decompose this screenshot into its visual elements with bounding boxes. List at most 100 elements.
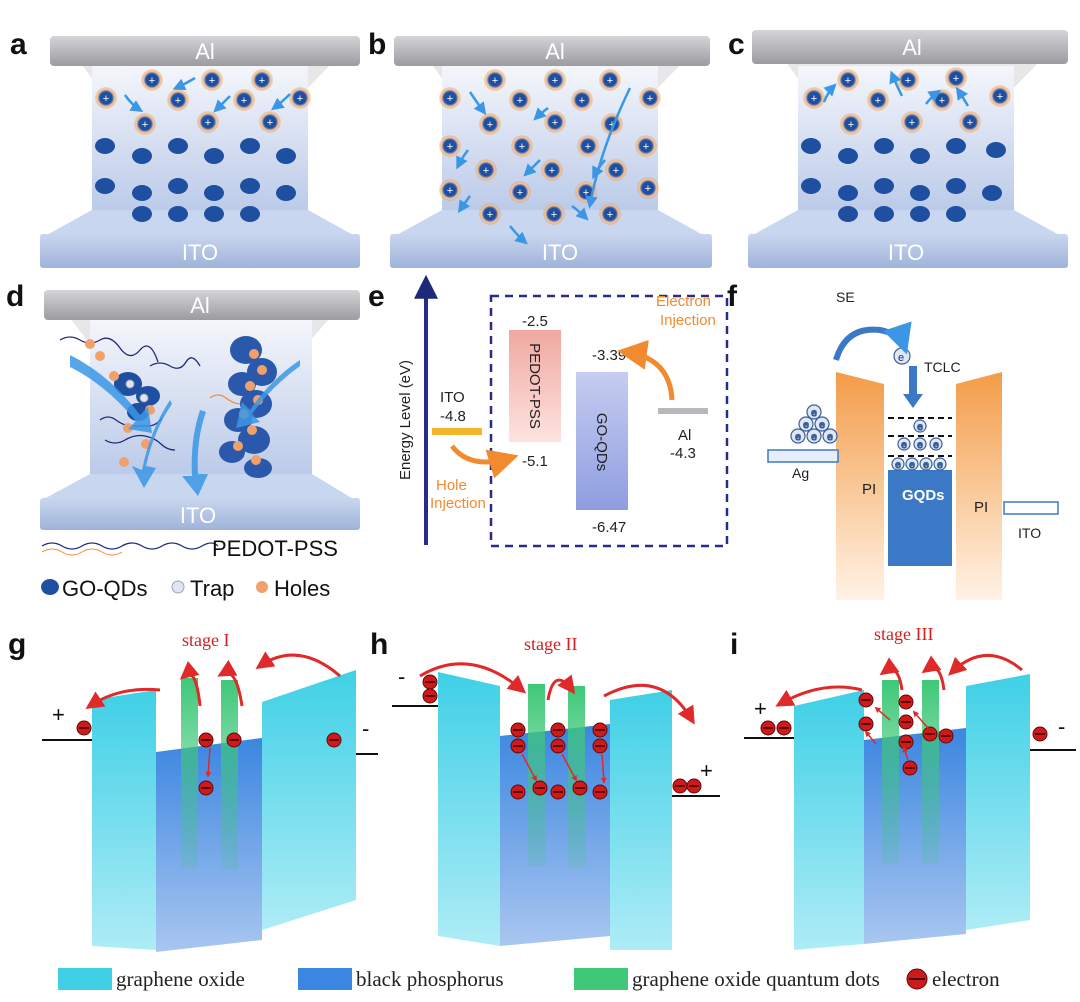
- electron-e-mark: e: [819, 420, 825, 431]
- panel-a: a Al ITO ++++++++++: [10, 28, 360, 268]
- legend-electron: electron: [932, 967, 1000, 991]
- ito-label: ITO: [888, 240, 924, 265]
- hole-plus-mark: +: [875, 95, 881, 107]
- ito-value: -4.8: [440, 408, 466, 425]
- panel-h-label: h: [370, 628, 388, 661]
- dashed-box: [489, 294, 729, 548]
- hole-plus-mark: +: [142, 119, 148, 131]
- hole-plus-mark: +: [585, 141, 591, 153]
- trap-arrows: [864, 706, 929, 761]
- goqd-legend-icon: [41, 579, 59, 595]
- electron-e-mark: e: [909, 460, 915, 471]
- active-layer: [92, 66, 308, 216]
- hole-plus-mark: +: [967, 117, 973, 129]
- plus-sign: +: [700, 758, 713, 783]
- pedot-legend-line: [41, 542, 219, 550]
- hole-plus-mark: +: [939, 95, 945, 107]
- go-barrier-right: [966, 674, 1030, 930]
- al-electrode: [752, 30, 1068, 64]
- panel-e: e Energy Level (eV) ITO -4.8 -2.5 -5.1 P…: [368, 274, 729, 548]
- hop-arrows: [85, 651, 341, 709]
- energy-axis-label: Energy Level (eV): [397, 360, 414, 480]
- ito-label: ITO: [542, 240, 578, 265]
- pedot-bottom: -5.1: [522, 453, 548, 470]
- hole-plus-mark: +: [487, 119, 493, 131]
- al-level: [658, 408, 708, 414]
- panel-d-label: d: [6, 280, 24, 313]
- electrons: [76, 720, 342, 796]
- hole-plus-mark: +: [645, 183, 651, 195]
- ag-label: Ag: [792, 465, 809, 481]
- al-label: Al: [195, 39, 215, 64]
- hole-plus-mark: +: [607, 209, 613, 221]
- pi-left-label: PI: [862, 481, 876, 498]
- panel-i: i + - stage III: [730, 624, 1076, 950]
- legend-black-phosphorus: black phosphorus: [356, 967, 504, 991]
- trap-levels: [888, 417, 952, 457]
- hole-plus-mark: +: [447, 185, 453, 197]
- legend-gqds: graphene oxide quantum dots: [632, 967, 880, 991]
- graphene-oxide-swatch: [58, 968, 112, 990]
- tclc-label: TCLC: [924, 359, 961, 375]
- al-value: -4.3: [670, 445, 696, 462]
- hole-injection-1: Hole: [436, 477, 467, 494]
- hole-plus-mark: +: [267, 117, 273, 129]
- hole-plus-mark: +: [647, 93, 653, 105]
- se-label: SE: [836, 289, 855, 305]
- goqds-top: -3.39: [592, 347, 626, 364]
- hole-plus-mark: +: [997, 91, 1003, 103]
- legend-goqds: GO-QDs: [62, 576, 148, 601]
- minus-sign: -: [362, 716, 369, 741]
- pedot-top: -2.5: [522, 313, 548, 330]
- hole-plus-mark: +: [259, 75, 265, 87]
- electron-e-mark: e: [811, 432, 817, 443]
- hole-plus-mark: +: [909, 117, 915, 129]
- hole-plus-mark: +: [241, 95, 247, 107]
- active-layer: [442, 66, 658, 216]
- black-phosphorus-swatch: [298, 968, 352, 990]
- hole-plus-mark: +: [953, 73, 959, 85]
- go-barrier-right: [610, 690, 672, 950]
- hole-plus-mark: +: [552, 117, 558, 129]
- ito-label: ITO: [182, 240, 218, 265]
- pi-left-barrier: [836, 372, 884, 600]
- panel-h: h - + stage II: [370, 628, 720, 950]
- ag-electrode: [767, 449, 839, 463]
- trapped-holes: ++++++++++++++++++++++++: [439, 69, 661, 225]
- electron-e-mark: e: [827, 432, 833, 443]
- gqd-well-1: [882, 680, 899, 864]
- electron-e-mark: e: [933, 440, 939, 451]
- legend-trap: Trap: [190, 576, 234, 601]
- go-barrier-left: [438, 672, 500, 946]
- hole-plus-mark: +: [517, 187, 523, 199]
- hole-plus-mark: +: [549, 165, 555, 177]
- al-label: Al: [190, 293, 210, 318]
- hole-plus-mark: +: [519, 141, 525, 153]
- al-electrode: [394, 36, 710, 66]
- ito-name: ITO: [440, 389, 465, 406]
- hole-plus-mark: +: [848, 119, 854, 131]
- electron-e-mark: e: [917, 440, 923, 451]
- panel-c: c Al ITO ++++++++++: [728, 28, 1068, 268]
- stage-label: stage II: [524, 634, 577, 654]
- electron-e-mark: e: [803, 420, 809, 431]
- charge-flow-arrows: [123, 76, 291, 113]
- free-electron-label: e: [898, 352, 904, 364]
- pedot-band: [509, 330, 561, 442]
- pi-right-barrier: [956, 372, 1002, 600]
- legend-graphene-oxide: graphene oxide: [116, 967, 245, 991]
- gqd-well-1: [181, 678, 198, 868]
- hole-plus-mark: +: [551, 209, 557, 221]
- gqd-well-2: [568, 686, 585, 868]
- electron-e-mark: e: [923, 460, 929, 471]
- gqds-block: [888, 470, 952, 566]
- hole-plus-mark: +: [209, 75, 215, 87]
- hole-plus-mark: +: [483, 165, 489, 177]
- hole-plus-mark: +: [811, 93, 817, 105]
- hole-plus-mark: +: [643, 141, 649, 153]
- electron-e-mark: e: [811, 408, 817, 419]
- panel-a-label: a: [10, 28, 27, 61]
- ito-electrode: [40, 498, 360, 530]
- go-barrier-left: [794, 690, 864, 950]
